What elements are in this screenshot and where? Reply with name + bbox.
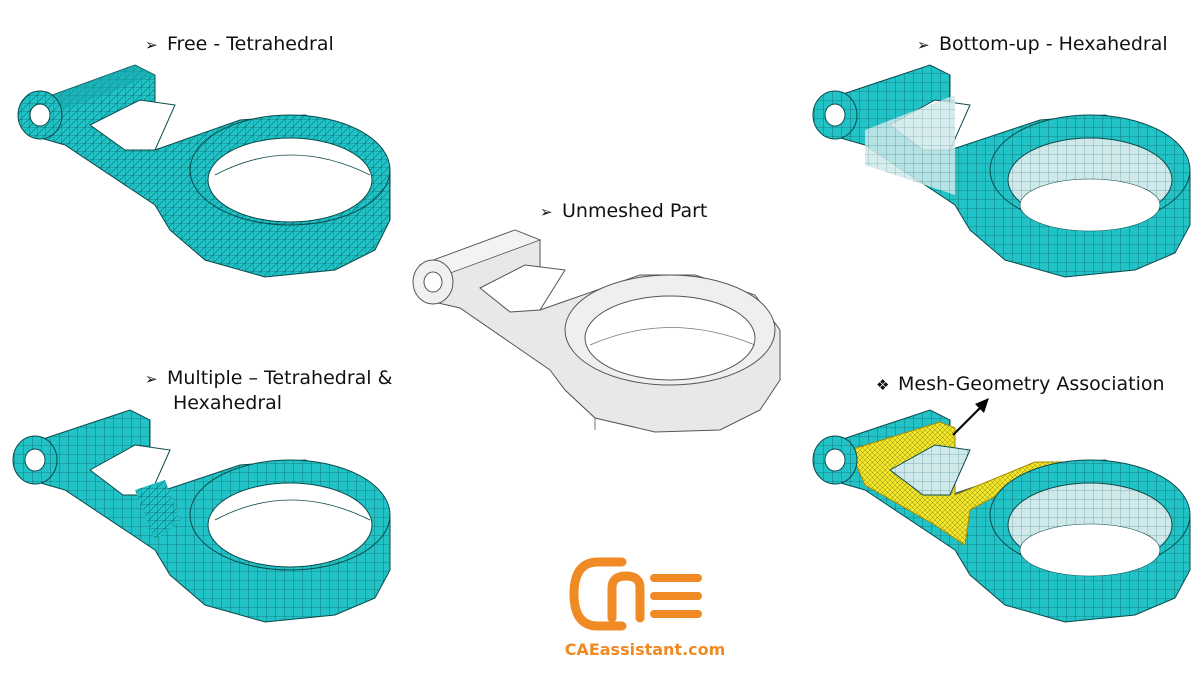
- arrow-bullet-icon: ➢: [145, 36, 158, 54]
- label-bottom-up-hexahedral: ➢Bottom-up - Hexahedral: [917, 33, 1168, 55]
- bottom-up-hexahedral-part: [812, 64, 1191, 278]
- mesh-geometry-association-part: [812, 409, 1191, 623]
- logo-text: CAEassistant.com: [564, 640, 726, 659]
- unmeshed-part: [412, 229, 781, 433]
- pointer-arrow-icon: [952, 398, 989, 436]
- free-tetrahedral-part: [17, 64, 391, 278]
- diamond-bullet-icon: ❖: [876, 376, 890, 394]
- arrow-bullet-icon: ➢: [917, 36, 930, 54]
- arrow-bullet-icon: ➢: [540, 203, 553, 221]
- caeassistant-logo: CAEassistant.com: [560, 548, 730, 666]
- multiple-tet-hex-part: [12, 409, 391, 623]
- label-mesh-geometry-association: ❖Mesh-Geometry Association: [876, 373, 1165, 395]
- label-unmeshed-part: ➢Unmeshed Part: [540, 200, 708, 222]
- label-free-tetrahedral: ➢Free - Tetrahedral: [145, 33, 334, 55]
- label-multiple-tet-hex: ➢Multiple – Tetrahedral & Hexahedral: [145, 367, 393, 414]
- caeassistant-logo-mark-icon: [569, 557, 702, 631]
- arrow-bullet-icon: ➢: [145, 370, 158, 388]
